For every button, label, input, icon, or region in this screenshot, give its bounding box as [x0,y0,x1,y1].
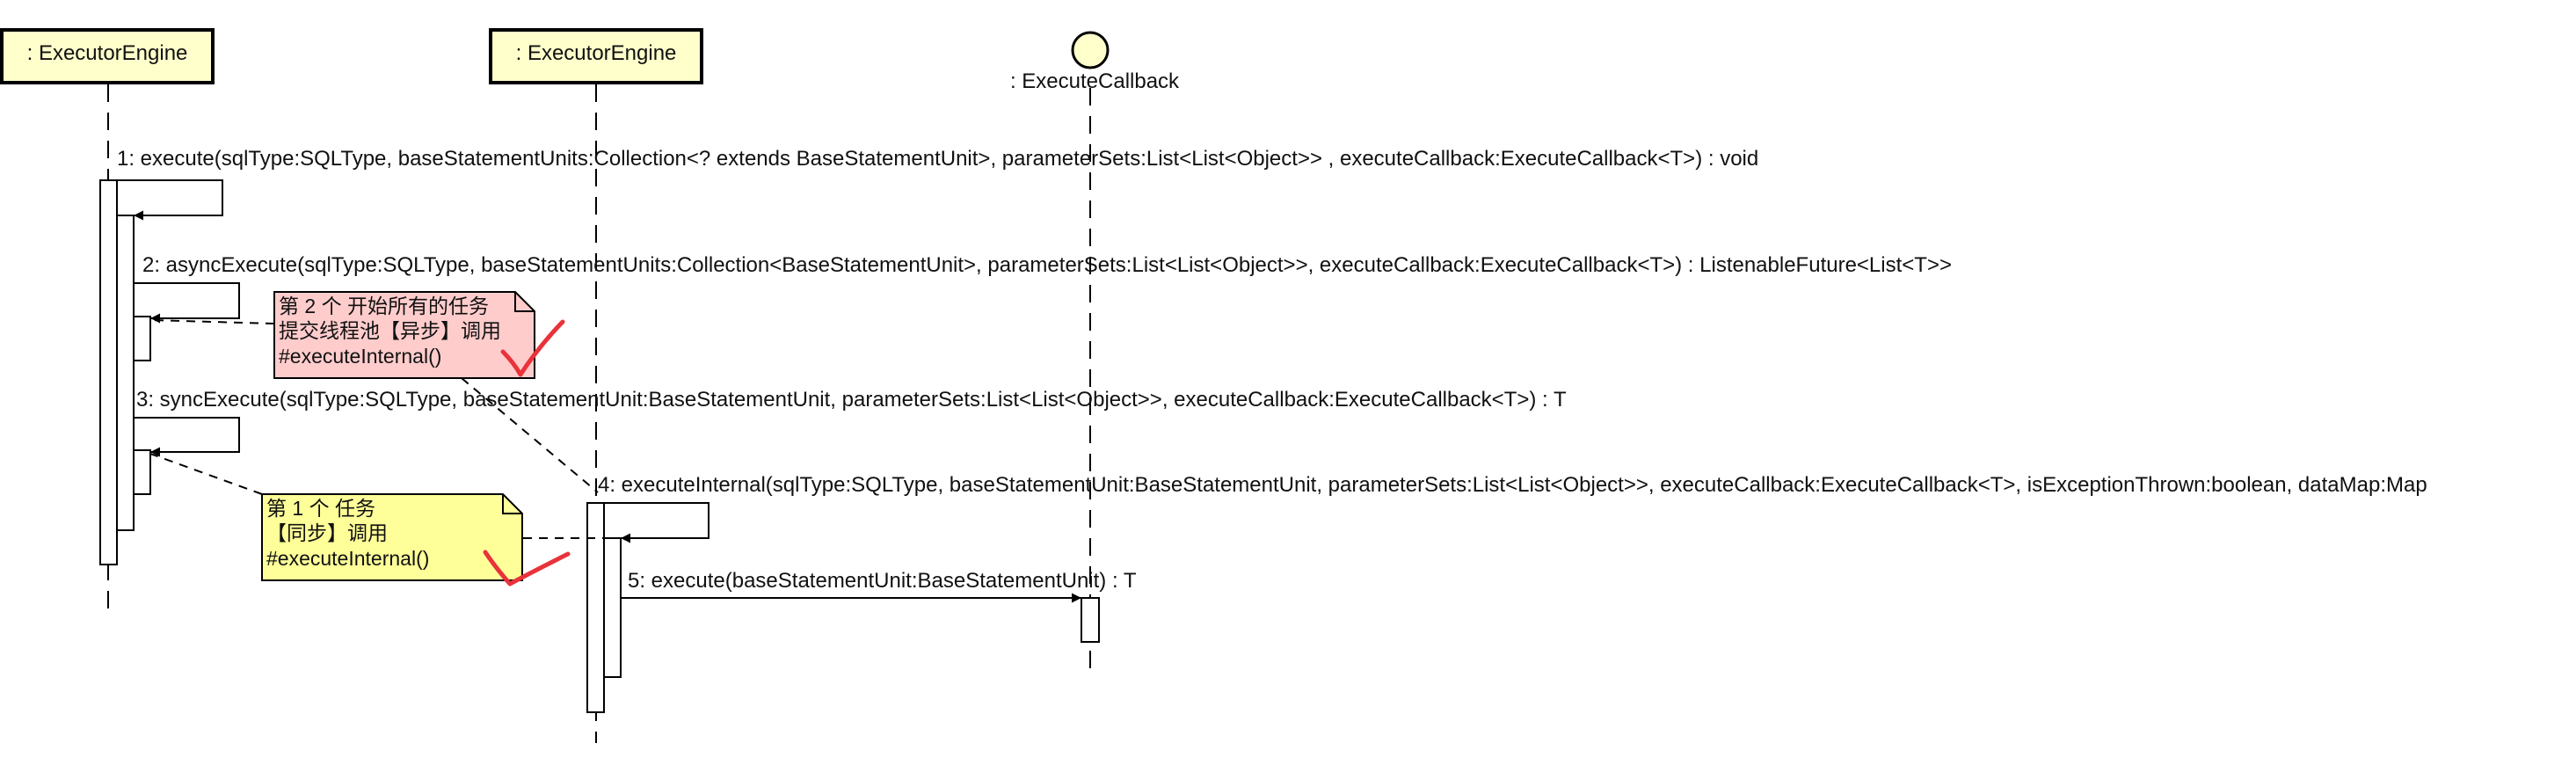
activation-async [133,316,151,361]
note-sync: 第 1 个 任务 【同步】调用 #executeInternal() [149,453,621,581]
lifeline-title-engine2: : ExecutorEngine [516,41,677,65]
message-4-label: 4: executeInternal(sqlType:SQLType, base… [598,473,2427,497]
activation-nested [116,215,135,531]
note-async-line-3: #executeInternal() [279,345,441,368]
message-1-label: 1: execute(sqlType:SQLType, baseStatemen… [117,147,1758,171]
message-3: 3: syncExecute(sqlType:SQLType, baseStat… [134,388,1567,457]
note-async-connector [149,319,275,324]
lifeline-header-engine2: : ExecutorEngine [489,28,703,84]
note-async-line-2: 提交线程池【异步】调用 [279,319,501,342]
check-mark-icon-sync [483,550,571,586]
note-sync-line-1: 第 1 个 任务 [266,497,375,520]
note-async: 第 2 个 开始所有的任务 提交线程池【异步】调用 #executeIntern… [149,291,599,493]
note-async-line-1: 第 2 个 开始所有的任务 [279,295,489,317]
callback-circle-icon [1071,31,1110,69]
message-1: 1: execute(sqlType:SQLType, baseStatemen… [117,147,1758,221]
lifeline-header-callback: : ExecuteCallback [1010,31,1180,93]
note-sync-connector [149,453,263,495]
lifeline-header-engine1: : ExecutorEngine [0,28,215,84]
note-sync-line-2: 【同步】调用 [266,521,388,544]
activation-execute [99,179,118,565]
activation-callback-execute [1081,597,1100,643]
message-2: 2: asyncExecute(sqlType:SQLType, baseSta… [134,253,1952,324]
message-5: 5: execute(baseStatementUnit:BaseStateme… [621,569,1137,603]
message-3-label: 3: syncExecute(sqlType:SQLType, baseStat… [136,388,1567,412]
lifeline-title-engine1: : ExecutorEngine [27,41,188,65]
note-sync-line-3: #executeInternal() [266,547,429,570]
message-5-label: 5: execute(baseStatementUnit:BaseStateme… [628,569,1137,593]
note-async-connector-2 [461,377,599,493]
message-2-label: 2: asyncExecute(sqlType:SQLType, baseSta… [142,253,1952,277]
check-mark-icon-async [500,319,565,377]
activation-executeInternal [586,502,605,713]
activation-sync [133,449,151,495]
message-4: 4: executeInternal(sqlType:SQLType, base… [598,473,2427,543]
lifeline-title-callback: : ExecuteCallback [1010,69,1180,93]
activation-executeInternal-nested [603,537,622,678]
